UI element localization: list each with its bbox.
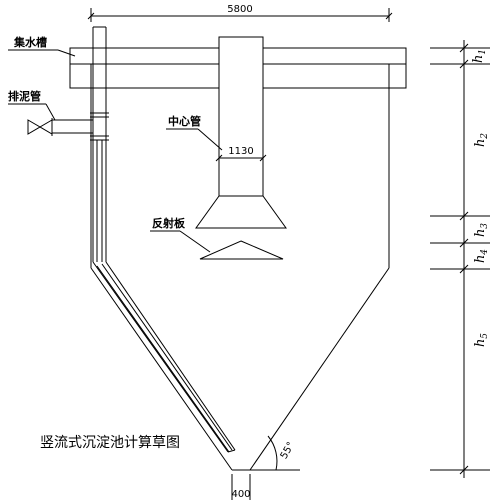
leaders	[8, 49, 223, 253]
reflector-plate-label: 反射板	[152, 216, 186, 230]
collection-trough-label: 集水槽	[13, 35, 47, 49]
center-pipe-label: 中心管	[168, 114, 201, 128]
h2-label: h2	[473, 133, 490, 147]
h1-label: h1	[471, 49, 488, 63]
height-dimensions: h1 h2 h3 h4 h5	[430, 40, 490, 478]
reflector-plate	[199, 240, 284, 260]
center-pipe	[195, 36, 287, 229]
h5-label: h5	[473, 333, 490, 347]
center-pipe-dim: 1130	[215, 146, 267, 162]
bottom-width-label: 400	[231, 489, 250, 500]
h4-label: h4	[473, 249, 490, 263]
top-width-dimension: 5800	[87, 4, 393, 22]
center-pipe-dia-label: 1130	[228, 146, 253, 157]
angle-mark: 55°	[250, 435, 300, 471]
sludge-pipe-label: 排泥管	[8, 89, 41, 103]
bottom-width-dimension: 400	[231, 474, 251, 500]
angle-label: 55°	[279, 440, 297, 461]
top-width-label: 5800	[227, 4, 252, 15]
drawing-title: 竖流式沉淀池计算草图	[40, 435, 180, 451]
h3-label: h3	[473, 223, 490, 237]
sludge-pipe	[27, 26, 236, 453]
